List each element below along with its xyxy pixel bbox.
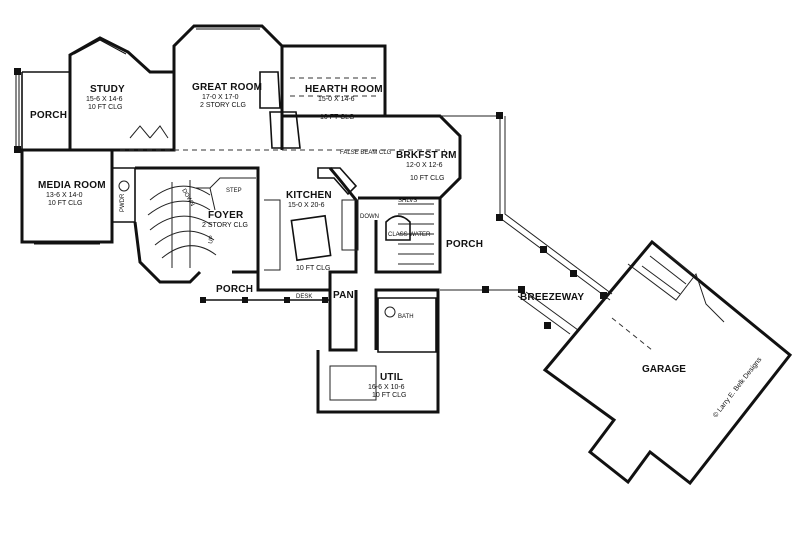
up-label: UP — [208, 235, 215, 244]
porch-east — [440, 112, 613, 301]
fireplace-1 — [259, 71, 281, 109]
great-room-dim: 17-0 X 17-0 — [202, 94, 239, 101]
shlvs-label: SHLVS — [398, 198, 417, 204]
step-label: STEP — [226, 188, 242, 194]
great-room — [172, 24, 284, 150]
study-clg: 10 FT CLG — [88, 104, 123, 111]
kitchen-dim: 15-0 X 20-6 — [288, 202, 325, 209]
kitchen-label: KITCHEN — [286, 190, 332, 201]
util-label: UTIL — [380, 372, 403, 383]
porch-west-label: PORCH — [30, 110, 67, 121]
util-clg: 10 FT CLG — [372, 392, 407, 399]
bath-label: BATH — [398, 314, 414, 320]
pwdr-label: PWDR — [120, 193, 126, 212]
brkfst-rm-dim: 12-0 X 12-6 — [406, 162, 443, 169]
util-dim: 16-6 X 10-6 — [368, 384, 405, 391]
media-room-clg: 10 FT CLG — [48, 200, 83, 207]
hearth-room-label: HEARTH ROOM — [305, 84, 383, 95]
fireplace-2 — [269, 111, 301, 149]
kitchen-clg: 10 FT CLG — [296, 265, 331, 272]
kitchen — [256, 167, 359, 292]
media-room-label: MEDIA ROOM — [38, 180, 106, 191]
brkfst-rm-label: BRKFST RM — [396, 150, 457, 161]
breezeway — [517, 291, 579, 335]
pantry — [328, 290, 358, 352]
media-room-dim: 13-6 X 14-0 — [46, 192, 83, 199]
hearth-room-clg: 10 FT CLG — [320, 114, 355, 121]
desk-label: DESK — [296, 294, 312, 300]
utility — [316, 288, 440, 414]
hearth-room-dim: 15-0 X 14-6 — [318, 96, 355, 103]
study-dim: 15-6 X 14-6 — [86, 96, 123, 103]
hearth-room — [282, 44, 387, 118]
down-label-foyer: DOWN — [180, 188, 195, 207]
down-label-east: DOWN — [360, 214, 379, 220]
bath — [377, 297, 437, 353]
great-room-clg: 2 STORY CLG — [200, 102, 246, 109]
foyer-label: FOYER — [208, 210, 244, 221]
credit-text: © Larry E. Belk Designs — [711, 355, 763, 419]
foyer-clg: 2 STORY CLG — [202, 222, 248, 229]
brkfst-rm-clg: 10 FT CLG — [410, 175, 445, 182]
great-room-label: GREAT ROOM — [192, 82, 262, 93]
garage-label: GARAGE — [642, 364, 686, 375]
porch-front — [200, 297, 330, 303]
powder-room — [112, 167, 136, 223]
porch-front-label: PORCH — [216, 284, 253, 295]
breezeway-label: BREEZEWAY — [520, 292, 584, 303]
pan-label: PAN — [333, 290, 354, 301]
porch-east-label: PORCH — [446, 239, 483, 250]
water-label: CLASS WATER — [388, 232, 431, 238]
stairs-east — [358, 196, 442, 274]
false-beam-label: FALSE BEAM CLG — [340, 150, 392, 156]
study-label: STUDY — [90, 84, 125, 95]
garage — [542, 239, 793, 486]
media-room — [20, 148, 114, 245]
